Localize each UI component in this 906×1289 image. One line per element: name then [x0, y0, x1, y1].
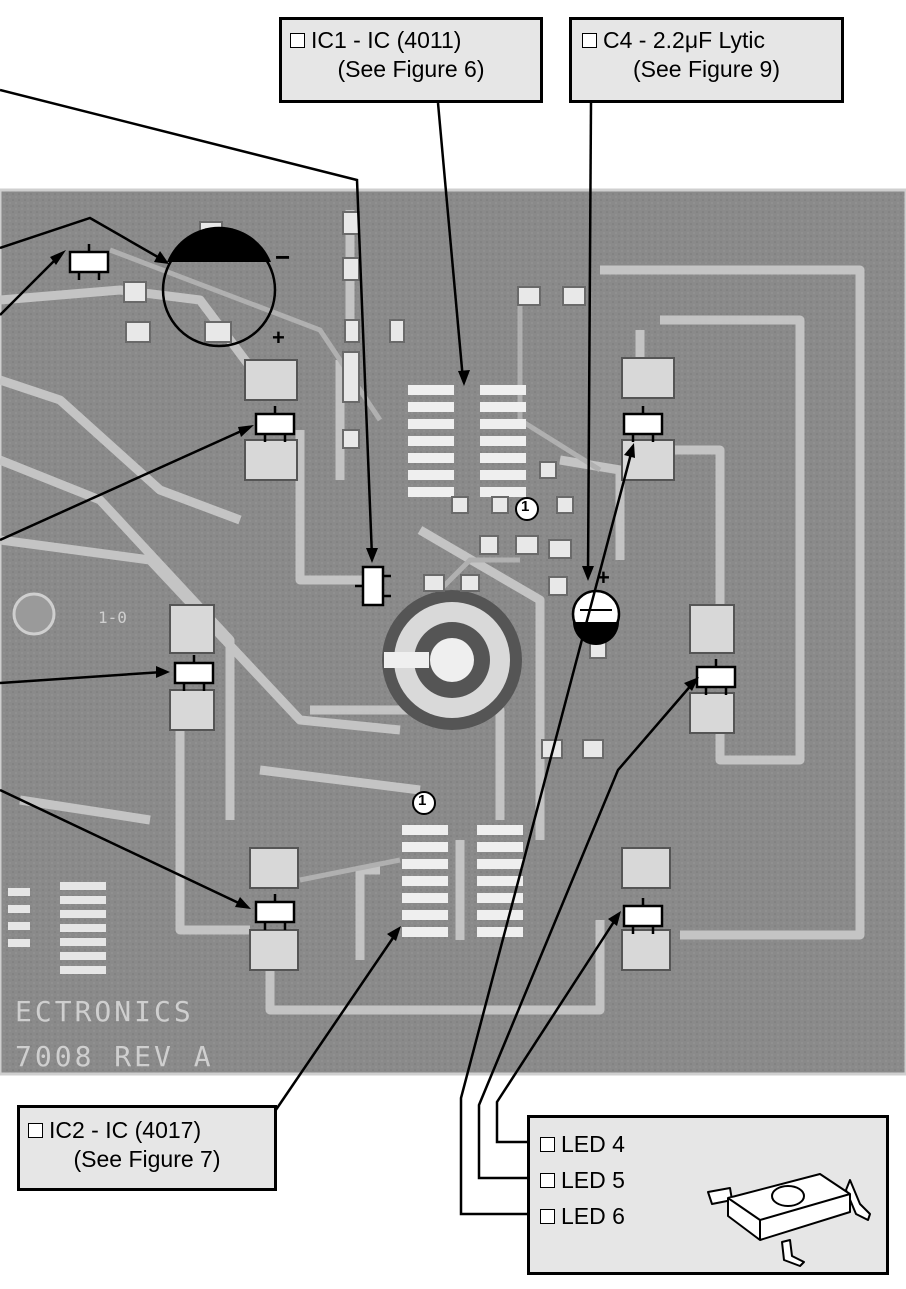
led-outline-left-lower: [254, 894, 296, 930]
led6-outline: [622, 898, 664, 934]
checkbox-led6[interactable]: [540, 1209, 555, 1224]
ic2-pin1-label: 1: [418, 792, 427, 809]
leader-led5: [477, 682, 694, 1180]
checkbox-led5[interactable]: [540, 1173, 555, 1188]
leader-ic1: [436, 102, 465, 381]
led-list-item: LED 6: [540, 1198, 876, 1234]
cap-c4-symbol: [571, 589, 621, 645]
sot23-led-package-icon: [707, 1173, 871, 1267]
leader-led-left-lower: [0, 788, 246, 908]
leader-transistor: [0, 88, 374, 558]
led4-label: LED 4: [561, 1131, 625, 1157]
callout-ic1-title: IC1 - IC (4011): [311, 27, 462, 53]
logo-mark: [12, 592, 56, 636]
silkscreen-revision: 7008 REV A: [15, 1040, 214, 1073]
checkbox-ic1[interactable]: [290, 33, 305, 48]
leader-cap: [0, 216, 164, 262]
checkbox-led4[interactable]: [540, 1137, 555, 1152]
led4-outline: [622, 406, 664, 442]
checkbox-ic2[interactable]: [28, 1123, 43, 1138]
checkbox-c4[interactable]: [582, 33, 597, 48]
led6-label: LED 6: [561, 1203, 625, 1229]
silkscreen-logo-text: 1-0: [98, 608, 127, 627]
silkscreen-company: ECTRONICS: [15, 995, 194, 1028]
cap-plus-label: +: [272, 325, 285, 350]
led-outline-left-upper: [254, 406, 296, 442]
ic1-pin1-label: 1: [521, 498, 530, 515]
led-list-item: LED 5: [540, 1162, 876, 1198]
ic2-footprint: [402, 825, 523, 937]
pin1-markers: [412, 497, 539, 815]
arrowheads: [50, 250, 699, 941]
cap-minus-label: −: [275, 242, 291, 272]
edge-connector-pads: [8, 882, 106, 974]
led-outlines: [68, 244, 737, 934]
leader-c4: [586, 102, 593, 576]
callout-ic2-title: IC2 - IC (4017): [49, 1117, 202, 1143]
transistor-outline: [355, 565, 391, 607]
c4-plus-label: +: [597, 565, 610, 590]
callout-c4: C4 - 2.2μF Lytic (See Figure 9): [569, 17, 844, 103]
leader-led6: [459, 449, 634, 1216]
callout-ic2-ref: (See Figure 7): [73, 1146, 221, 1172]
callout-ic1-ref: (See Figure 6): [337, 56, 485, 82]
led-list-item: LED 4: [540, 1126, 876, 1162]
callout-c4-ref: (See Figure 9): [632, 56, 780, 82]
led-outline-left-middle: [173, 655, 215, 691]
leader-led-left-middle: [0, 670, 164, 685]
leader-ic2: [267, 931, 399, 1121]
callout-ic1: IC1 - IC (4011) (See Figure 6): [279, 17, 543, 103]
pcb-board: [0, 188, 906, 1076]
callout-ic2: IC2 - IC (4017) (See Figure 7): [17, 1105, 277, 1191]
leader-led-top-left: [0, 254, 61, 316]
led5-outline: [695, 659, 737, 695]
led-outline-top-left: [68, 244, 110, 280]
led-pad-blocks: [169, 357, 735, 971]
leader-led-left-upper: [0, 426, 249, 542]
leader-lines: [0, 88, 694, 1216]
cap-c-large-symbol: [161, 226, 277, 348]
led5-label: LED 5: [561, 1167, 625, 1193]
toroid-pad: [382, 590, 522, 730]
leader-led4: [495, 916, 619, 1144]
smd-pads: [123, 211, 607, 759]
ic1-footprint: [408, 385, 526, 497]
callout-c4-title: C4 - 2.2μF Lytic: [603, 27, 765, 53]
